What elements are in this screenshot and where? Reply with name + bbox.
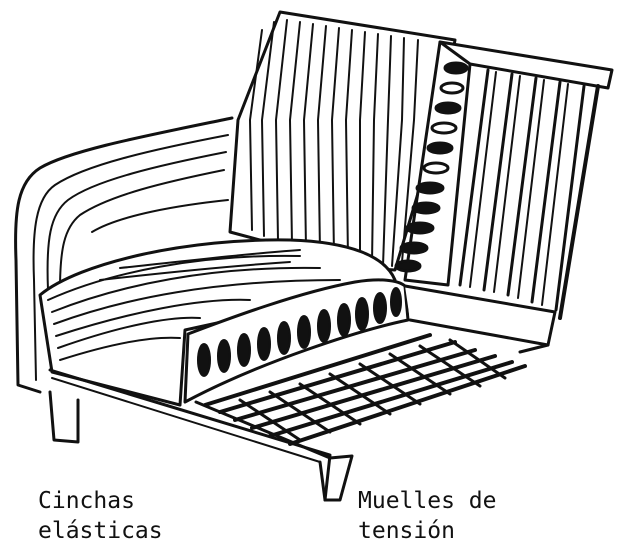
backrest-spring-strip: [394, 61, 469, 273]
label-elastic-straps-line2: elásticas: [38, 518, 163, 544]
tension-spring-grid: [203, 333, 527, 446]
label-tension-springs: Muelles de tensión: [358, 486, 496, 546]
label-elastic-straps: Cinchas elásticas: [38, 486, 163, 546]
front-seat-rail: [194, 400, 354, 502]
backrest-frame: [403, 40, 614, 320]
seat-frame: [48, 284, 557, 502]
seat-strap-band: [183, 278, 410, 404]
label-tension-springs-line2: tensión: [358, 518, 455, 544]
label-tension-springs-line1: Muelles de: [358, 488, 497, 514]
label-elastic-straps-line1: Cinchas: [38, 488, 135, 514]
backrest-padded: [228, 10, 457, 272]
